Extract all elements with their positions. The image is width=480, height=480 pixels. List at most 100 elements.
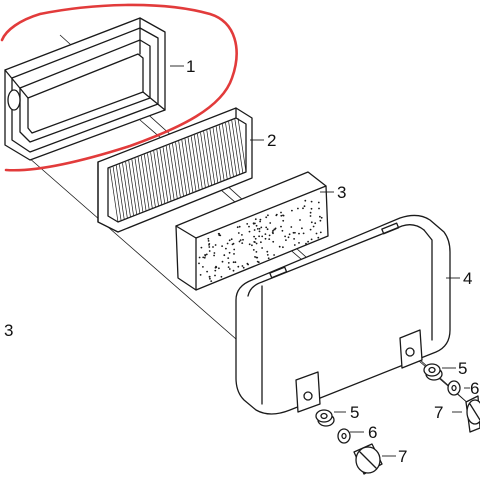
pleat-line	[128, 160, 138, 215]
foam-dot	[309, 211, 312, 214]
part-2-paper-filter	[97, 107, 253, 233]
foam-dot	[299, 219, 301, 221]
foam-dot	[221, 260, 224, 263]
foam-dot	[218, 267, 220, 270]
foam-dot	[264, 233, 267, 236]
foam-dot	[238, 225, 241, 228]
foam-dot	[261, 247, 263, 249]
foam-dot	[237, 265, 240, 268]
foam-dot	[208, 243, 211, 245]
callout-4: 4	[463, 269, 472, 288]
foam-dot	[242, 238, 244, 241]
foam-texture-dots	[198, 199, 323, 282]
foam-dot	[254, 237, 257, 240]
pleat-line	[197, 133, 206, 188]
foam-dot	[310, 207, 313, 210]
foam-dot	[248, 230, 251, 233]
pleat-line	[119, 164, 128, 219]
foam-dot	[266, 228, 269, 231]
foam-dot	[273, 228, 276, 231]
callout-3: 3	[337, 183, 346, 202]
callout-6-bottom: 6	[368, 423, 377, 442]
foam-dot	[284, 235, 286, 238]
pleat-line	[190, 136, 200, 191]
fasteners-right	[423, 363, 480, 433]
foam-dot	[310, 238, 313, 241]
pleat-line	[165, 145, 175, 201]
foam-dot	[317, 201, 320, 204]
foam-dot	[320, 216, 323, 219]
foam-dot	[266, 250, 269, 253]
foam-dot	[257, 261, 260, 264]
foam-dot	[260, 226, 263, 229]
foam-dot	[232, 269, 235, 272]
foam-dot	[218, 232, 221, 235]
foam-dot	[290, 226, 293, 228]
foam-dot	[251, 244, 253, 247]
pleat-line	[203, 131, 213, 186]
foam-dot	[278, 245, 281, 248]
foam-dot	[230, 238, 233, 241]
foam-dot	[293, 244, 296, 246]
foam-dot	[255, 242, 258, 245]
foam-dot	[282, 214, 285, 217]
pleat-line	[228, 121, 237, 176]
pleat-line	[137, 156, 147, 212]
foam-dot	[223, 254, 226, 257]
pleat-line	[112, 166, 122, 221]
foam-dot	[213, 252, 216, 254]
pleat-line	[225, 122, 234, 177]
foam-dot	[265, 226, 268, 229]
foam-dot	[255, 224, 258, 227]
foam-dot	[221, 245, 224, 248]
pleat-line	[218, 125, 228, 180]
foam-dot	[280, 214, 283, 217]
foam-dot	[304, 199, 307, 202]
part-4-cover	[235, 214, 451, 415]
foam-dot	[205, 253, 208, 256]
foam-dot	[256, 228, 259, 230]
foam-dot	[265, 216, 268, 219]
foam-dot	[282, 246, 284, 249]
foam-dot	[254, 256, 256, 258]
pleat-line	[193, 135, 203, 190]
foam-dot	[210, 280, 213, 282]
foam-dot	[241, 234, 243, 236]
foam-dot	[198, 262, 200, 265]
callout-3-left: 3	[4, 321, 13, 340]
foam-dot	[236, 226, 239, 229]
foam-dot	[273, 254, 275, 256]
pleat-line	[215, 126, 225, 181]
foam-dot	[227, 262, 230, 264]
foam-dot	[292, 231, 295, 234]
foam-dot	[253, 235, 256, 238]
foam-dot	[302, 232, 305, 235]
foam-dot	[293, 238, 295, 240]
part-6-washer-bottom	[337, 428, 351, 444]
pleat-line	[181, 139, 191, 195]
foam-dot	[248, 225, 250, 228]
pleat-line	[237, 117, 247, 173]
foam-dot	[305, 242, 307, 245]
foam-dot	[246, 223, 249, 225]
foam-dot	[272, 240, 275, 243]
foam-dot	[312, 225, 315, 228]
leader-lines	[170, 65, 470, 457]
foam-dot	[226, 242, 229, 245]
callout-7-right: 7	[434, 403, 443, 422]
part-5-grommet-bottom	[315, 409, 335, 427]
pleat-line	[156, 149, 166, 204]
foam-dot	[208, 250, 211, 252]
pleat-line	[115, 165, 125, 220]
foam-dot	[234, 261, 237, 264]
foam-dot	[310, 221, 313, 224]
foam-dot	[241, 265, 244, 267]
pleat-line	[184, 138, 194, 193]
foam-dot	[309, 228, 312, 231]
foam-dot	[280, 225, 282, 228]
foam-dot	[255, 251, 258, 253]
foam-dot	[200, 246, 203, 249]
pleat-line	[231, 120, 241, 175]
foam-dot	[232, 261, 235, 264]
